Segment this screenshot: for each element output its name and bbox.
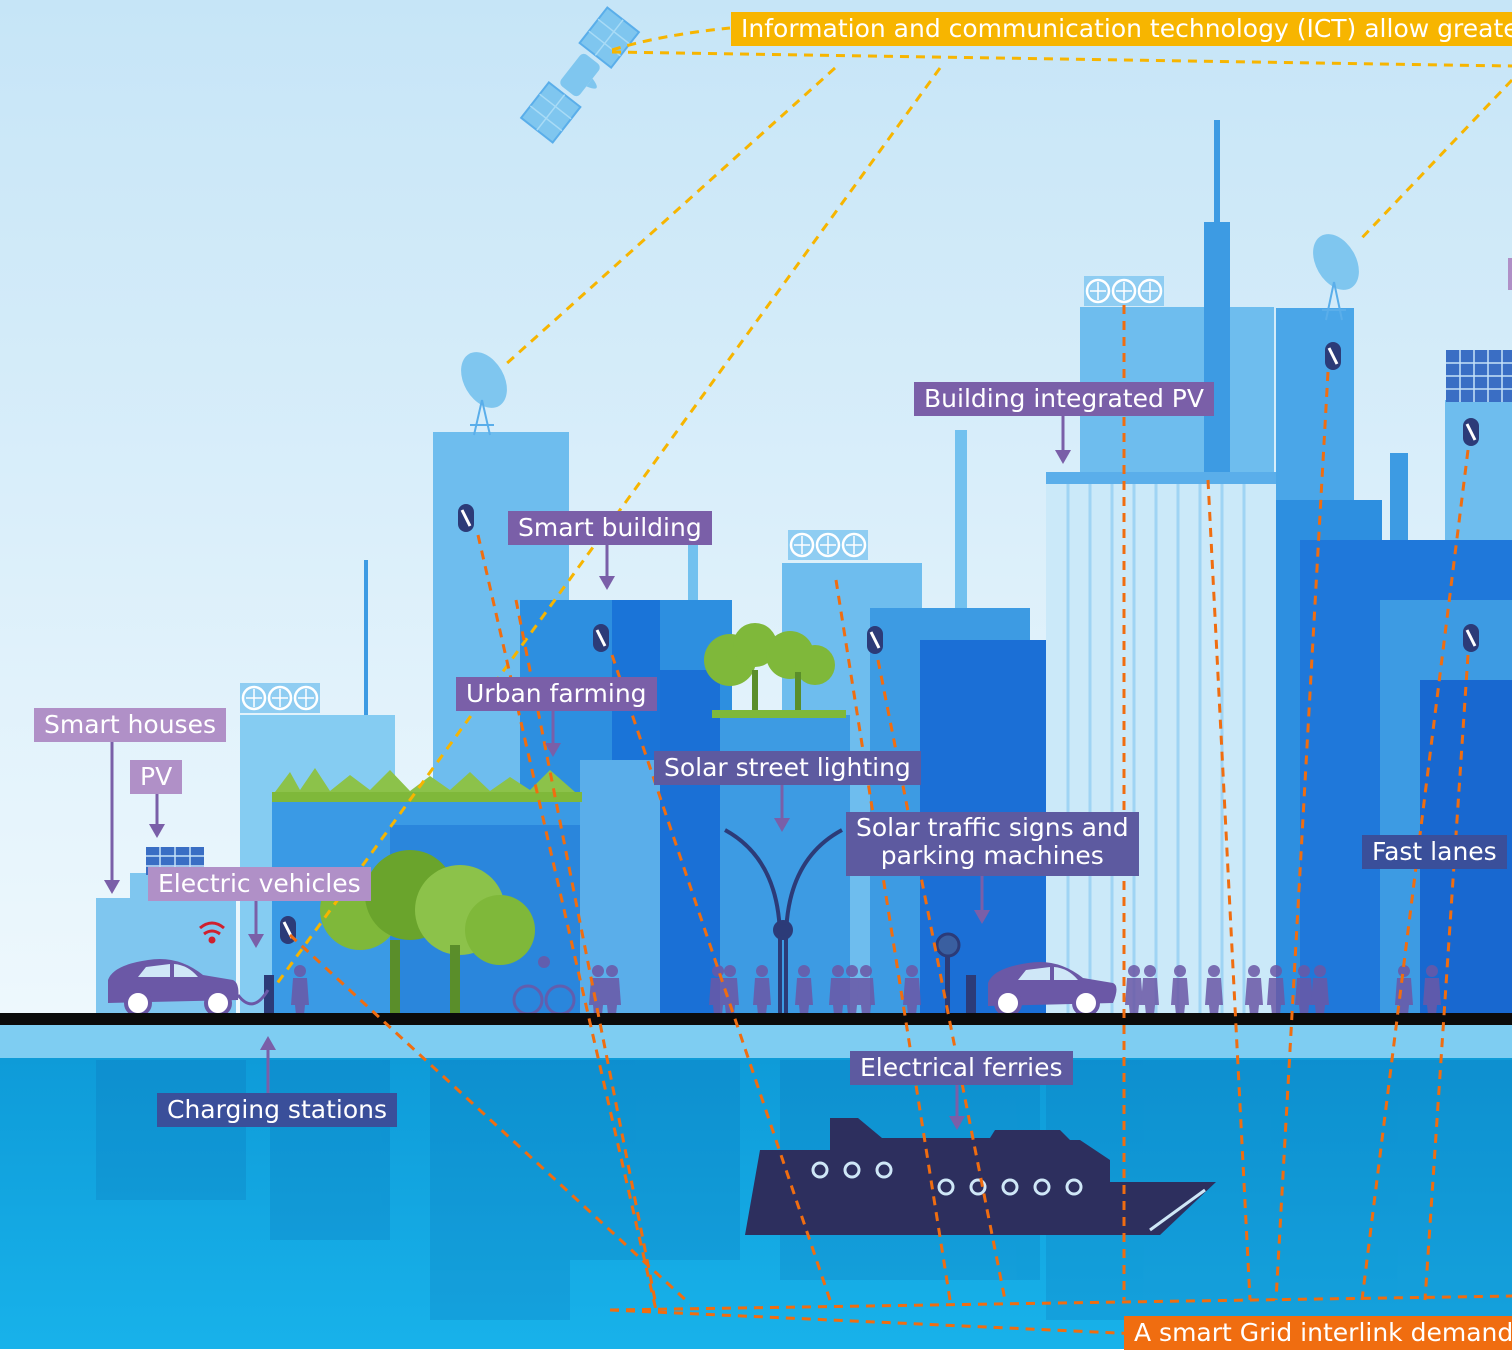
wifi-icon	[199, 921, 225, 944]
wind-turbine-icon	[238, 681, 322, 715]
charging-stations-label: Charging stations	[157, 1093, 397, 1127]
smart-building-label: Smart building	[508, 511, 712, 545]
solar-street-lighting-label: Solar street lighting	[654, 751, 921, 785]
tree-icon	[704, 623, 835, 710]
smart-grid-label: A smart Grid interlink demand	[1124, 1316, 1512, 1350]
label-arrows	[104, 415, 1071, 1130]
tree-icon	[320, 850, 535, 1015]
pv-label: PV	[130, 760, 183, 794]
satellite-icon	[519, 6, 641, 144]
ferry-icon	[745, 1118, 1216, 1235]
ground-road	[0, 1013, 1512, 1025]
solar-traffic-line-2: parking machines	[880, 841, 1104, 870]
solar-traffic-line-1: Solar traffic signs and	[856, 813, 1129, 842]
water-reflection	[96, 1060, 1512, 1349]
wind-turbine-icon	[786, 528, 870, 562]
smart-meter-icon	[1461, 622, 1481, 654]
smart-meter-icon	[865, 624, 885, 656]
charging-station-icon	[264, 932, 976, 1015]
fast-lanes-label: Fast lanes	[1362, 835, 1507, 869]
urban-farming-label: Urban farming	[456, 677, 657, 711]
wind-turbine-icon	[1082, 274, 1166, 308]
satellite-dish-icon	[1313, 234, 1359, 321]
solar-traffic-signs-label: Solar traffic signs and parking machines	[846, 812, 1139, 876]
smart-meter-icon	[456, 502, 476, 534]
electric-car-icon	[988, 962, 1117, 1017]
smart-meter-icon	[1323, 340, 1343, 372]
electrical-ferries-label: Electrical ferries	[850, 1051, 1073, 1085]
electric-vehicles-label: Electric vehicles	[148, 867, 371, 901]
electric-car-icon	[108, 959, 270, 1017]
green-roof	[272, 792, 582, 802]
street-lamp-icon	[724, 828, 843, 1015]
smart-houses-label: Smart houses	[34, 708, 226, 742]
smart-meter-icon	[1461, 416, 1481, 448]
solar-panel-icon	[1446, 350, 1512, 402]
satellite-dish-icon	[461, 352, 507, 436]
smart-meter-icon	[591, 622, 611, 654]
smart-grid-connection-lines	[288, 305, 1512, 1336]
building-integrated-pv-label: Building integrated PV	[914, 382, 1214, 416]
ict-label: Information and communication technology…	[731, 12, 1512, 46]
